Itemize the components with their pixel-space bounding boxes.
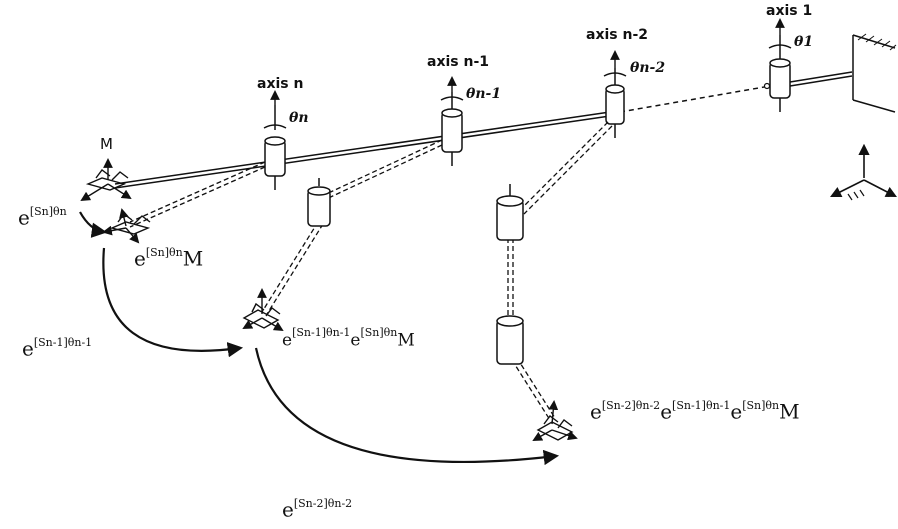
label-theta-n-2: θn-2 (630, 60, 665, 76)
eq-product-2-tail: M (397, 330, 414, 350)
joint-axis-n-2 (604, 68, 626, 138)
frame-rotated-1 (104, 210, 150, 242)
eq-exp-n-2-exponent: [Sn-2]θn-2 (294, 497, 352, 510)
label-axis-n-2: axis n-2 (586, 27, 648, 43)
eq-product-3-part2: e (660, 399, 672, 423)
rotation-arrows (275, 20, 780, 105)
joint-axis-1 (769, 35, 791, 112)
eq-exp-n: e[Sn]θn (18, 205, 67, 229)
eq-exp-n-base: e (18, 205, 30, 229)
reference-frame (832, 146, 895, 200)
eq-product-3-exp2: [Sn-1]θn-1 (672, 399, 730, 412)
frame-rotated-2 (244, 290, 282, 330)
eq-exp-n-2-base: e (282, 497, 294, 521)
eq-product-3-tail: M (779, 399, 799, 423)
eq-product-2-part1: e (282, 330, 292, 350)
label-axis-n-1: axis n-1 (427, 54, 489, 70)
eq-product-2-exp1: [Sn-1]θn-1 (292, 326, 350, 339)
eq-exp-n-1-exponent: [Sn-1]θn-1 (34, 336, 92, 349)
eq-product-3: e[Sn-2]θn-2e[Sn-1]θn-1e[Sn]θnM (590, 399, 800, 423)
eq-exp-n-exponent: [Sn]θn (30, 205, 67, 218)
eq-product-2-exp2: [Sn]θn (360, 326, 397, 339)
joint-axis-n (264, 105, 286, 190)
eq-exp-n-1-base: e (22, 336, 34, 360)
eq-product-3-part3: e (730, 399, 742, 423)
eq-product-3-part1: e (590, 399, 602, 423)
label-M: M (100, 135, 113, 153)
frame-M (82, 160, 130, 200)
eq-exp-n-M-tail: M (183, 246, 203, 270)
eq-exp-n-M: e[Sn]θnM (134, 246, 203, 270)
label-axis-n: axis n (257, 76, 303, 92)
rotated-link-n-2 (508, 122, 612, 420)
eq-product-3-exp1: [Sn-2]θn-2 (602, 399, 660, 412)
eq-exp-n-2: e[Sn-2]θn-2 (282, 497, 352, 521)
eq-exp-n-M-exponent: [Sn]θn (146, 246, 183, 259)
frame-rotated-3 (534, 402, 576, 440)
eq-product-3-exp3: [Sn]θn (742, 399, 779, 412)
label-theta-n-1: θn-1 (466, 86, 501, 102)
eq-exp-n-M-base: e (134, 246, 146, 270)
eq-product-2-part2: e (350, 330, 360, 350)
joint-axis-n-1 (441, 92, 463, 166)
rotated-link-n-1 (262, 140, 442, 314)
chain-dot (765, 84, 770, 89)
fixed-wall (853, 34, 896, 112)
label-theta-n: θn (289, 110, 309, 126)
eq-exp-n-1: e[Sn-1]θn-1 (22, 336, 92, 360)
label-theta-1: θ1 (794, 34, 813, 50)
label-axis-1: axis 1 (766, 3, 812, 19)
eq-product-2: e[Sn-1]θn-1e[Sn]θnM (282, 326, 415, 350)
